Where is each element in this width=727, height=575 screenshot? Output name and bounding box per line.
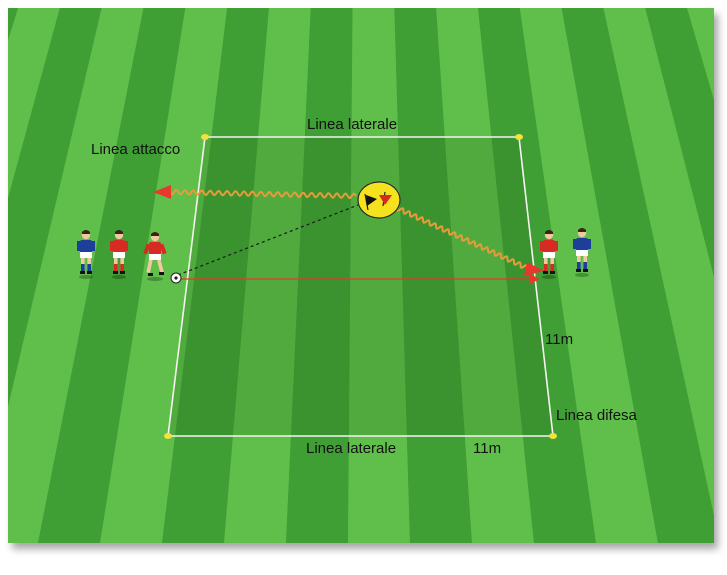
cone-bottom-left	[164, 433, 172, 439]
player-left-red-1	[110, 230, 128, 279]
pass-to-coach-line	[177, 204, 359, 276]
grass-stripe	[687, 8, 714, 100]
grass-stripe	[519, 8, 658, 543]
coach-flags-icon	[357, 181, 401, 219]
grass-stripe	[603, 8, 714, 516]
grass-stripe	[394, 8, 472, 543]
grass-stripe	[436, 8, 534, 543]
dribble-left-arrowhead	[153, 185, 171, 199]
grass-stripe	[100, 8, 228, 543]
bottom-sideline-label: Linea laterale	[306, 440, 397, 457]
player-right-blue	[573, 228, 591, 277]
side-length-label: 11m	[545, 331, 574, 348]
grass-stripe	[348, 8, 410, 543]
defense-line-label: Linea difesa	[556, 407, 637, 424]
player-right-red	[540, 230, 558, 279]
soccer-ball-icon	[170, 272, 182, 284]
grass-stripe	[38, 8, 186, 543]
grass-stripe	[162, 8, 269, 543]
cone-top-right	[515, 134, 523, 140]
grass-stripes	[8, 8, 714, 543]
corner-cones	[164, 134, 557, 439]
player-left-red-with-ball	[143, 232, 167, 281]
dribble-path-right	[396, 207, 528, 269]
grass-stripe	[224, 8, 311, 543]
dribble-path-left	[169, 189, 357, 199]
dribble-right-arrowhead	[524, 262, 544, 276]
grass-stripe	[8, 8, 144, 543]
grass-stripe	[645, 8, 714, 277]
attack-line-label: Linea attacco	[91, 141, 181, 158]
cone-bottom-right	[549, 433, 557, 439]
player-left-blue	[77, 230, 95, 279]
grass-stripe	[286, 8, 353, 543]
grass-stripe	[561, 8, 714, 543]
cone-top-left	[201, 134, 209, 140]
top-sideline-label: Linea laterale	[307, 116, 398, 133]
drill-zone	[168, 137, 553, 436]
bottom-length-label: 11m	[473, 440, 502, 457]
